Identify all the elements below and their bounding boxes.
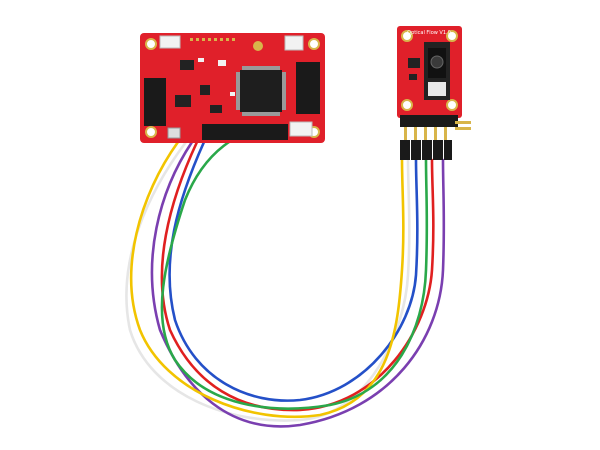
flight-controller-board xyxy=(140,33,325,143)
wire-white xyxy=(125,140,411,422)
wire-yellow xyxy=(129,140,405,419)
wire-green xyxy=(160,126,429,410)
wire-blue xyxy=(168,140,419,402)
pin-header xyxy=(144,78,166,126)
wire-purple xyxy=(150,140,446,428)
sensor-title: Optical Flow V1.0 xyxy=(407,30,451,36)
microcontroller-chip xyxy=(240,70,282,112)
wire-red xyxy=(160,140,435,412)
jumper-wires xyxy=(125,126,446,428)
optical-flow-sensor-board: Optical Flow V1.0 xyxy=(397,26,471,160)
camera-lens-icon xyxy=(430,55,444,69)
